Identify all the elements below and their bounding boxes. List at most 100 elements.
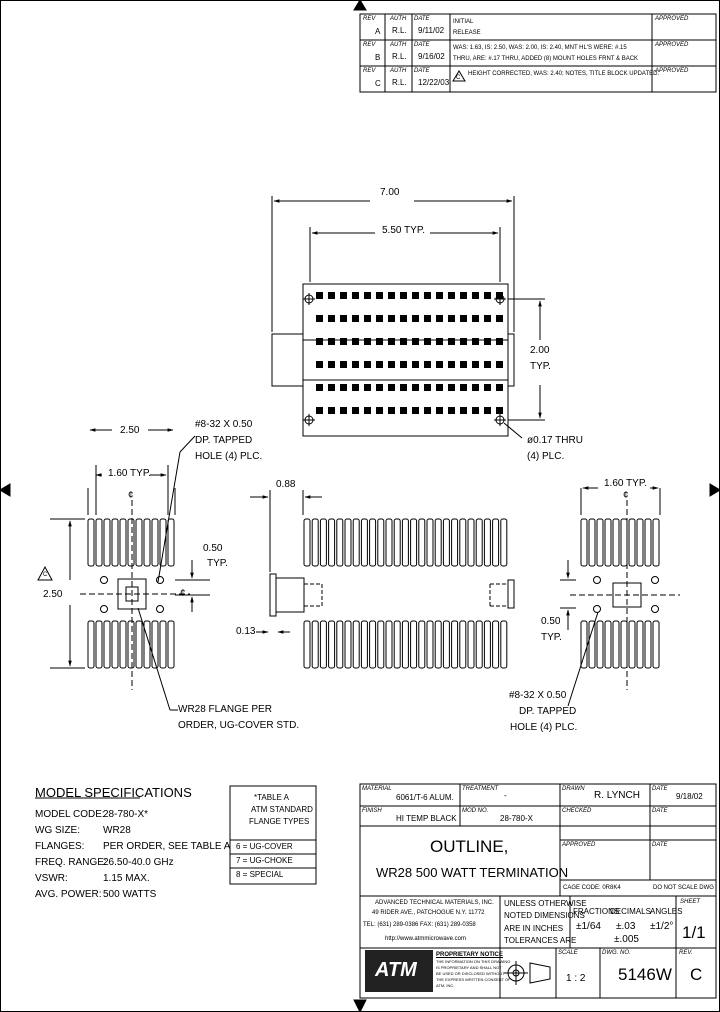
- rev-a-auth: R.L.: [392, 26, 407, 35]
- tapped-hole: [651, 605, 659, 613]
- cooling-hole: [472, 338, 479, 345]
- fin: [336, 620, 344, 669]
- cooling-hole: [316, 292, 323, 299]
- cooling-hole: [376, 315, 383, 322]
- dwg-label: DWG. NO.: [602, 950, 631, 956]
- cooling-hole: [472, 384, 479, 391]
- top-dims: [271, 196, 545, 439]
- auth-header: AUTH: [390, 16, 407, 22]
- note-rtap-3: HOLE (4) PLC.: [510, 722, 578, 733]
- cooling-hole: [316, 384, 323, 391]
- fin: [328, 620, 336, 669]
- company-phone: TEL: (631) 289-0386 FAX: (631) 289-0358: [363, 922, 476, 928]
- cooling-hole: [376, 384, 383, 391]
- dim-right-half-typ: TYP.: [541, 632, 562, 643]
- cooling-hole: [400, 384, 407, 391]
- rev-b-desc2: THRU, ARE: #.17 THRU, ADDED (8) MOUNT HO…: [453, 56, 639, 62]
- rev-value: C: [690, 965, 703, 984]
- cooling-hole: [496, 338, 503, 345]
- fin: [426, 518, 434, 567]
- cooling-hole: [424, 361, 431, 368]
- dim-top-height-typ: TYP.: [530, 361, 551, 372]
- rev-b-desc1: WAS: 1.63, IS: 2.50, WAS: 2.00, IS: 2.40…: [453, 45, 627, 51]
- cooling-hole: [328, 361, 335, 368]
- fin: [442, 518, 450, 567]
- dwg-number: 5146W: [618, 965, 672, 984]
- fin: [385, 620, 393, 669]
- cooling-hole: [472, 292, 479, 299]
- fin: [596, 620, 604, 669]
- fin: [434, 518, 442, 567]
- fin: [500, 620, 508, 669]
- dim-top-height: 2.00: [530, 345, 550, 356]
- cooling-hole: [376, 292, 383, 299]
- decimals-value-2: ±.005: [614, 934, 639, 945]
- cooling-hole: [460, 384, 467, 391]
- fin: [336, 518, 344, 567]
- tol-line-1: UNLESS OTHERWISE: [504, 899, 587, 908]
- fin: [418, 518, 426, 567]
- dim-left-half-typ: TYP.: [207, 558, 228, 569]
- cooling-hole: [388, 407, 395, 414]
- drawn-date: 9/18/02: [676, 792, 703, 801]
- center-mark-left-h: ¢: [180, 588, 186, 599]
- fin: [410, 620, 418, 669]
- rev-header: REV: [363, 16, 376, 22]
- cooling-hole: [352, 361, 359, 368]
- fin: [500, 518, 508, 567]
- cooling-hole: [340, 407, 347, 414]
- cooling-hole: [388, 361, 395, 368]
- tol-line-4: TOLERANCES ARE: [504, 936, 577, 945]
- fin: [103, 620, 111, 669]
- cooling-hole: [424, 338, 431, 345]
- cooling-hole: [388, 338, 395, 345]
- table-a-row-3: 8 = SPECIAL: [236, 870, 284, 879]
- prop-line-4: THE EXPRESS WRITTEN CONSENT OF: [436, 977, 511, 982]
- rev-a-date: 9/11/02: [418, 26, 445, 35]
- sheet-value: 1/1: [682, 923, 706, 942]
- cooling-hole: [496, 384, 503, 391]
- fin: [612, 620, 620, 669]
- no-scale-note: DO NOT SCALE DWG: [653, 885, 714, 891]
- rev-header-c: REV: [363, 68, 376, 74]
- spec-value: WR28: [103, 825, 131, 836]
- prop-title: PROPRIETARY NOTICE: [436, 952, 503, 958]
- cooling-hole: [424, 292, 431, 299]
- fin: [119, 620, 127, 669]
- cooling-hole: [412, 361, 419, 368]
- cooling-hole: [352, 315, 359, 322]
- cooling-hole: [376, 407, 383, 414]
- rev-c-marker: C: [456, 75, 461, 81]
- spec-value: 28-780-X*: [103, 809, 149, 820]
- fin: [151, 620, 159, 669]
- fin: [111, 620, 119, 669]
- fin: [87, 518, 95, 567]
- cooling-hole: [496, 407, 503, 414]
- cooling-hole: [412, 315, 419, 322]
- cooling-hole: [328, 315, 335, 322]
- approved-header-c: APPROVED: [655, 68, 689, 74]
- title-block: [359, 783, 717, 999]
- prop-line-2: IS PROPRIETARY AND SHALL NOT: [436, 965, 502, 970]
- rev-b: B: [375, 53, 381, 62]
- cooling-hole: [400, 338, 407, 345]
- height-rev-marker: C: [43, 572, 48, 578]
- tol-line-2: NOTED DIMENSIONS: [504, 911, 585, 920]
- fin: [401, 518, 409, 567]
- fin: [410, 518, 418, 567]
- spec-label: MODEL CODE:: [35, 809, 105, 820]
- fin: [385, 518, 393, 567]
- checked-date-label: DATE: [652, 808, 668, 814]
- rev-c-desc1: HEIGHT CORRECTED, WAS: 2.40; NOTES, TITL…: [468, 71, 660, 77]
- cooling-hole: [352, 292, 359, 299]
- cooling-hole: [424, 407, 431, 414]
- fin: [119, 518, 127, 567]
- table-a-title-1: *TABLE A: [254, 793, 289, 802]
- fin: [377, 518, 385, 567]
- cooling-hole: [376, 338, 383, 345]
- fractions-value: ±1/64: [576, 921, 601, 932]
- angles-value: ±1/2°: [650, 921, 674, 932]
- note-flange-1: WR28 FLANGE PER: [178, 704, 272, 715]
- cooling-hole: [364, 361, 371, 368]
